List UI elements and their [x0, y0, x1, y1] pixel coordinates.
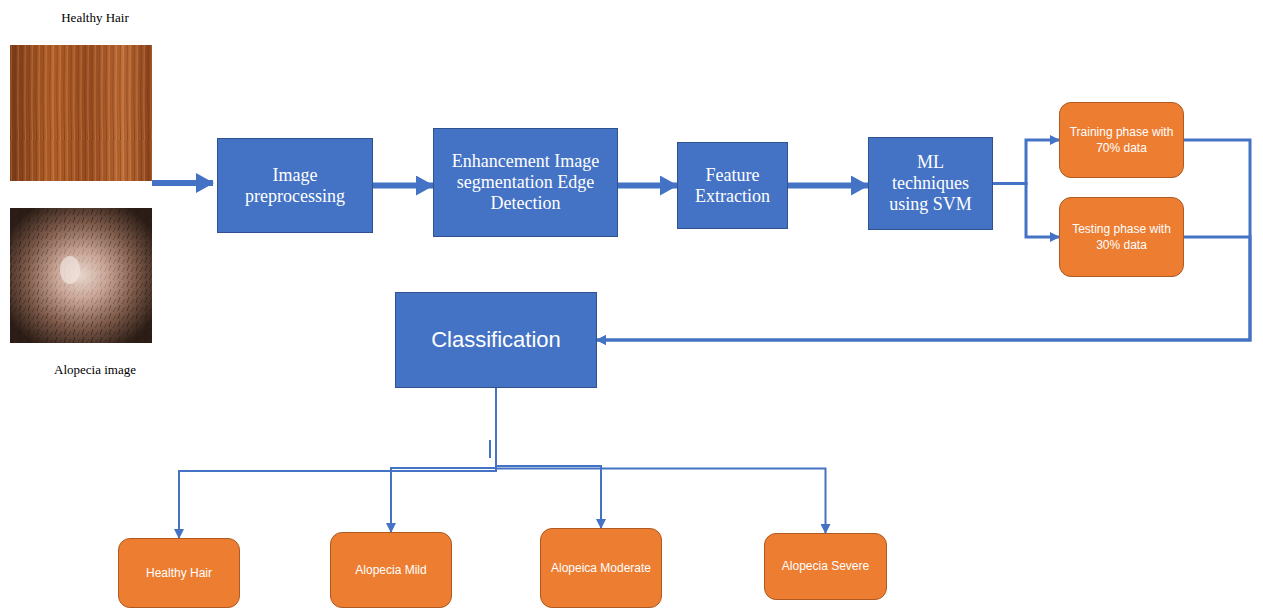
phase-box: Training phase with 70% data [1059, 102, 1184, 178]
class-box: Alopecia Mild [330, 532, 452, 608]
node-text: Image preprocessing [226, 165, 364, 206]
flow-arrow [496, 388, 826, 533]
node-text: Testing phase with 30% data [1068, 221, 1175, 253]
node-text: Training phase with 70% data [1068, 124, 1175, 156]
class-box: Healthy Hair [118, 538, 240, 608]
process-box: ML techniques using SVM [868, 137, 993, 230]
process-box: Enhancement Image segmentation Edge Dete… [433, 128, 618, 237]
flow-arrow [618, 183, 677, 189]
node-text: Classification [431, 327, 561, 353]
node-text: Alopecia Severe [782, 558, 869, 574]
flow-arrow [373, 183, 433, 189]
flow-arrow [788, 183, 868, 189]
flow-arrow [496, 388, 601, 528]
process-box: Feature Extraction [677, 142, 788, 229]
node-text: Alopeica Moderate [551, 560, 651, 576]
classification-box: Classification [395, 292, 597, 388]
image-caption: Healthy Hair [61, 10, 129, 26]
flow-arrow [179, 388, 496, 538]
node-text: Feature Extraction [686, 165, 779, 206]
class-box: Alopecia Severe [764, 533, 887, 600]
node-text: Alopecia Mild [355, 562, 426, 578]
process-box: Image preprocessing [217, 138, 373, 233]
image-caption: Alopecia image [54, 362, 136, 378]
node-text: Enhancement Image segmentation Edge Dete… [442, 151, 609, 213]
phase-box: Testing phase with 30% data [1059, 197, 1184, 277]
flow-arrow [391, 388, 496, 532]
flow-arrow [993, 140, 1059, 184]
node-text: ML techniques using SVM [877, 152, 984, 214]
healthy-hair-photo [10, 45, 152, 181]
node-text: Healthy Hair [146, 565, 212, 581]
alopecia-photo [10, 208, 152, 343]
input-arrow [152, 180, 213, 186]
trunk-tick [489, 440, 491, 458]
flow-arrow [993, 184, 1059, 238]
class-box: Alopeica Moderate [540, 528, 662, 608]
